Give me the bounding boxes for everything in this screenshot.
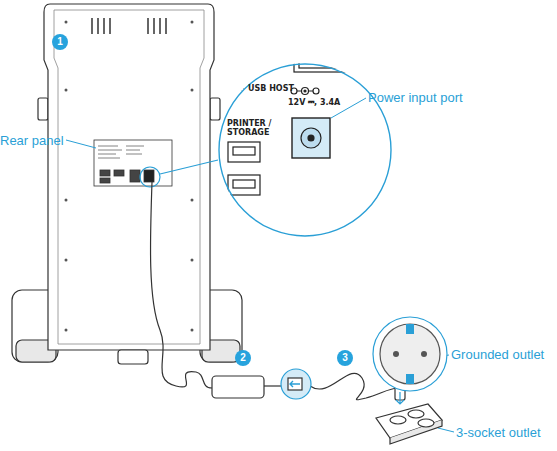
screws (65, 199, 68, 202)
part-label: Power input port (368, 90, 463, 105)
three-socket-outlet (408, 410, 424, 418)
magnified-ports (233, 147, 255, 155)
port-label: 12V ⎓, 3.4A (288, 98, 368, 107)
magnified-ports (228, 50, 346, 195)
vent-slots (153, 18, 155, 34)
screws (191, 199, 194, 202)
grounded-outlet (406, 374, 414, 384)
vent-slots (92, 18, 166, 34)
callout-circles (52, 34, 68, 50)
rear-panel-ports (100, 170, 110, 176)
rear-panel-ports (94, 140, 172, 186)
rear-panel-ports (114, 170, 124, 176)
screws (191, 259, 194, 262)
screws (65, 21, 68, 24)
kiosk-body (44, 4, 214, 350)
leader-lines (66, 98, 454, 432)
magnified-panel: USB HOST PRINTER / STORAGE 12V ⎓, 3.4A (218, 63, 392, 237)
magnified-ports (304, 90, 306, 92)
rear-panel-ports (130, 170, 140, 182)
cables (150, 182, 212, 388)
magnified-ports (292, 118, 330, 158)
magnifier-leader (140, 167, 160, 187)
screws (191, 329, 194, 332)
magnified-ports (313, 88, 319, 94)
callout-circles (337, 350, 353, 366)
magnified-ports (297, 90, 301, 91)
magnified-ports (309, 90, 313, 91)
part-label: Grounded outlet (451, 347, 544, 362)
vent-slots (109, 18, 111, 34)
magnified-ports (302, 88, 309, 95)
magnifier-outline (219, 64, 391, 236)
grounded-outlet (373, 317, 447, 391)
magnified-ports (228, 175, 260, 195)
kiosk-body (54, 10, 204, 344)
power-adapter (212, 376, 286, 398)
callout-number: 1 (52, 34, 68, 50)
callout-circles (235, 350, 251, 366)
three-socket-outlet (376, 384, 442, 444)
kiosk-body (210, 98, 220, 120)
screws (65, 21, 194, 332)
callout-circles (52, 34, 353, 366)
grounded-outlet (421, 351, 427, 357)
magnified-ports (294, 50, 346, 72)
magnifier-leader (160, 160, 218, 174)
kiosk-body (12, 4, 242, 364)
connector-zoom (290, 381, 300, 387)
screws (65, 259, 68, 262)
vent-slots (147, 18, 149, 34)
magnified-ports (233, 180, 255, 188)
magnified-panel (218, 50, 392, 237)
rear-panel-ports (94, 140, 172, 186)
leader-lines (438, 428, 454, 432)
connector-zoom (288, 378, 302, 390)
grounded-outlet (396, 392, 404, 404)
part-label: Rear panel (0, 133, 64, 148)
grounded-outlet (406, 324, 414, 334)
magnified-panel (218, 63, 392, 237)
three-socket-outlet (418, 419, 434, 427)
port-label: PRINTER / STORAGE (227, 119, 277, 137)
magnified-ports (301, 128, 321, 148)
grounded-outlet (373, 317, 447, 404)
callout-number: 3 (337, 350, 353, 366)
vent-slots (103, 18, 105, 34)
callout-number: 2 (235, 350, 251, 366)
connector-zoom (281, 369, 311, 399)
vent-slots (91, 18, 93, 34)
rear-panel-ports (100, 178, 110, 183)
rear-panel-ports (144, 170, 154, 182)
port-label: USB HOST (248, 84, 318, 93)
magnified-ports (228, 142, 260, 162)
screws (65, 89, 68, 92)
magnifier-outline (218, 63, 392, 237)
screws (191, 89, 194, 92)
kiosk-body (38, 98, 48, 120)
grounded-outlet (393, 351, 399, 357)
magnified-ports (308, 135, 314, 141)
vent-slots (159, 18, 161, 34)
screws (191, 21, 194, 24)
kiosk-body (118, 350, 148, 364)
rear-panel-ports (98, 146, 144, 158)
screws (65, 329, 68, 332)
vent-slots (97, 18, 99, 34)
part-label: 3-socket outlet (456, 425, 541, 440)
grounded-outlet (380, 324, 440, 384)
three-socket-outlet (390, 416, 406, 424)
connector-zoom (281, 369, 311, 399)
power-adapter (212, 376, 264, 398)
vent-slots (165, 18, 167, 34)
leader-lines (66, 140, 96, 148)
